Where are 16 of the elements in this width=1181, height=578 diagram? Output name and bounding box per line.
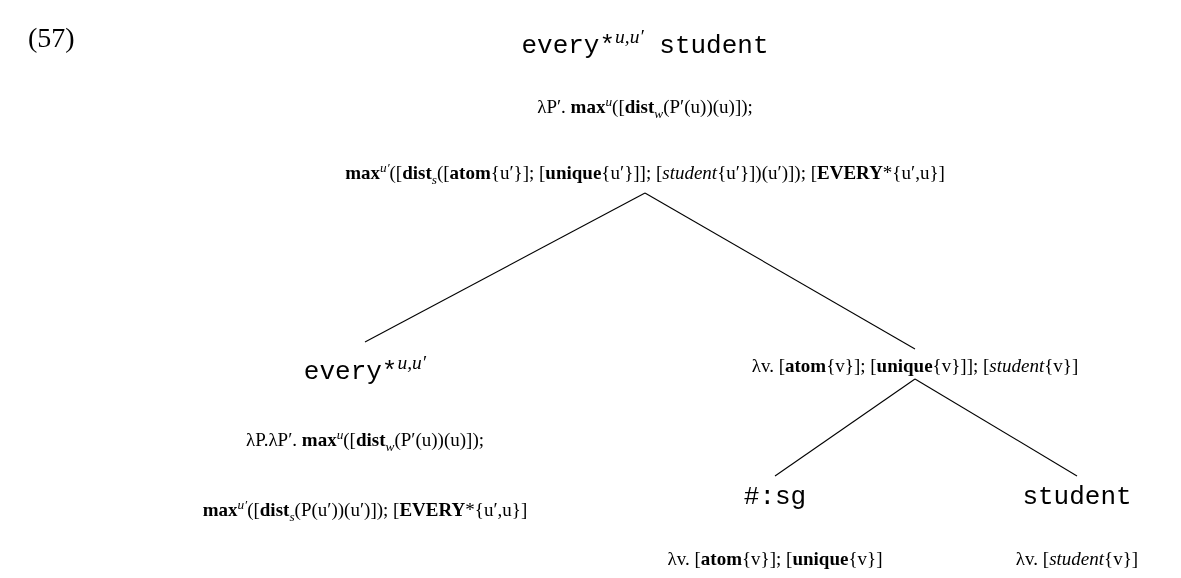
- node-word: every*$^{u,u′}$ student: [521, 25, 769, 61]
- tree-branch: [774, 378, 916, 477]
- node-word: student: [1022, 482, 1132, 512]
- example-number: (57): [28, 22, 75, 54]
- semantic-formula: λv. [atom{v}]; [unique{v}]]; [student{v}]: [751, 355, 1079, 377]
- semantic-formula: max$^{u′}$([dist$_{s}$([atom{u′}]; [unique{u′}]]; [student{u′}])(u′)]); [EVERY*{u′,u}]: [345, 158, 945, 189]
- tree-branch: [914, 378, 1078, 477]
- semantic-formula: λP.λP′. max$^{u}$([dist$_{w}$(P′(u))(u)]);: [245, 425, 485, 456]
- node-word: #:sg: [743, 482, 807, 512]
- node-word: every*$^{u,u′}$: [303, 351, 427, 387]
- tree-branch: [364, 192, 646, 343]
- semantic-formula: λP′. max$^{u}$([dist$_{w}$(P′(u))(u)]);: [537, 92, 753, 123]
- semantic-formula: max$^{u′}$([dist$_{s}$(P(u′))(u′)]); [EVERY*{u′,u}]: [202, 495, 528, 526]
- semantic-formula: λv. [student{v}]: [1015, 548, 1139, 570]
- tree-branch: [644, 192, 916, 350]
- semantic-formula: λv. [atom{v}]; [unique{v}]: [667, 548, 883, 570]
